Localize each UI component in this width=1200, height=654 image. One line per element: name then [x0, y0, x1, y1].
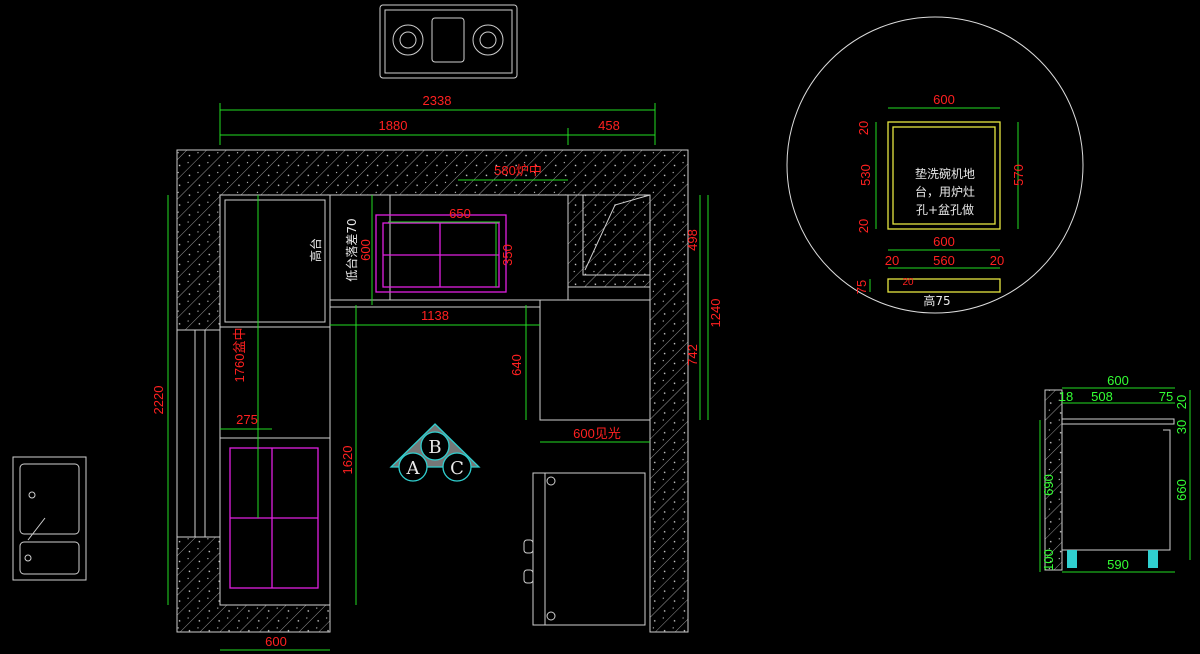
cooktop: [229, 447, 319, 589]
cabinet-section: 600 18 508 75 20 30 690 660 100 590: [1039, 373, 1191, 573]
dim-640: 640: [509, 354, 524, 376]
section-dim-590: 590: [1107, 557, 1129, 572]
detail-dim-570: 570: [1011, 164, 1026, 186]
detail-note-line-3: 孔+盆孔做: [916, 202, 974, 217]
dim-left-total: 2220: [151, 386, 166, 415]
label-high-counter: 高台: [308, 238, 323, 262]
sink: [375, 214, 507, 293]
symbol-label-a: A: [406, 458, 421, 479]
section-dim-20: 20: [1174, 395, 1189, 409]
dimension-lines: [167, 103, 709, 651]
dim-1620: 1620: [340, 446, 355, 475]
dim-basin-center: 1760盆中: [232, 328, 247, 383]
detail-height-label: 高75: [923, 293, 950, 308]
detail-dim-75: 75: [854, 280, 869, 294]
detail-dim-20-top: 20: [856, 121, 871, 135]
section-dim-100: 100: [1041, 549, 1056, 571]
walls: [176, 149, 689, 633]
stove-top-view: [379, 4, 518, 79]
detail-note-line-2: 台，用炉灶: [915, 184, 975, 199]
dim-middle: 1138: [421, 308, 449, 323]
plan-dimensions: 2338 1880 458 580炉中 650 350 低台落差70 600 高…: [151, 93, 723, 649]
dim-sink-depth: 350: [500, 244, 515, 266]
cabinets: [219, 194, 651, 626]
section-dim-75: 75: [1159, 389, 1173, 404]
detail-dim-width-top: 600: [933, 92, 955, 107]
detail-dim-530: 530: [858, 164, 873, 186]
dim-bottom-600: 600: [265, 634, 287, 649]
dim-low-counter: 600: [358, 239, 373, 261]
detail-circle: 600 20 530 20 570 垫洗碗机地 台，用炉灶 孔+盆孔做 600 …: [786, 16, 1084, 314]
detail-dim-560: 560: [933, 253, 955, 268]
detail-dim-width-bottom: 600: [933, 234, 955, 249]
section-dim-30: 30: [1174, 420, 1189, 434]
detail-dim-20-left: 20: [885, 253, 899, 268]
dim-275: 275: [236, 412, 258, 427]
dim-total-width: 2338: [423, 93, 452, 108]
dim-right-total: 1240: [708, 299, 723, 328]
dim-742: 742: [685, 344, 700, 366]
section-dim-660: 660: [1174, 479, 1189, 501]
label-low-counter: 低台落差70: [344, 218, 359, 281]
detail-dim-20-small: 20: [902, 277, 914, 288]
section-dim-18: 18: [1059, 389, 1073, 404]
symbol-label-b: B: [428, 437, 441, 458]
double-sink-symbol: [12, 456, 87, 581]
detail-dim-20-bottom: 20: [856, 219, 871, 233]
section-dim-690: 690: [1041, 474, 1056, 496]
dim-600-visible: 600见光: [573, 426, 621, 441]
dim-sink-width: 650: [449, 206, 471, 221]
view-direction-symbol: A B C: [389, 423, 481, 482]
section-dim-600: 600: [1107, 373, 1129, 388]
dim-right-top: 498: [685, 229, 700, 251]
detail-dim-20-right: 20: [990, 253, 1004, 268]
dim-stove-center: 580炉中: [494, 163, 542, 178]
section-dim-508: 508: [1091, 389, 1113, 404]
detail-note-line-1: 垫洗碗机地: [915, 166, 975, 181]
dim-right-run: 458: [598, 118, 620, 133]
symbol-label-c: C: [450, 458, 464, 479]
dim-left-run: 1880: [379, 118, 408, 133]
